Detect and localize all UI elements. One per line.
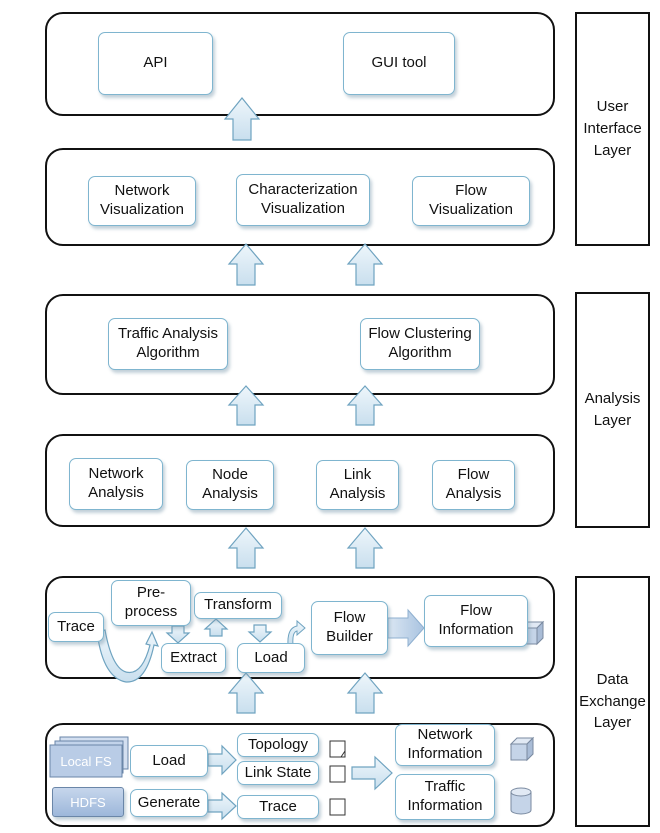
data-exchange-layer-label: Data Exchange Layer xyxy=(579,670,646,732)
link-analysis-box: Link Analysis xyxy=(316,460,399,510)
data-exchange-layer-label-box: Data Exchange Layer xyxy=(575,576,650,827)
database-icon xyxy=(510,787,532,815)
transform-label: Transform xyxy=(204,596,272,614)
network-information-box: Network Information xyxy=(395,724,495,766)
arrow-extract-transform xyxy=(203,618,229,637)
preprocess-label: Pre- process xyxy=(124,584,178,620)
load-source-box: Load xyxy=(130,745,208,777)
network-analysis-box: Network Analysis xyxy=(69,458,163,510)
load-label: Load xyxy=(254,648,288,666)
up-arrow-l4-l3-a xyxy=(227,385,265,426)
flow-builder-box: Flow Builder xyxy=(311,601,388,655)
trace-output-label: Trace xyxy=(259,797,297,815)
up-arrow-l6-l5-b xyxy=(346,672,384,714)
generate-label: Generate xyxy=(137,793,201,811)
traffic-information-box: Traffic Information xyxy=(395,774,495,820)
trace-input-box: Trace xyxy=(48,612,104,642)
traffic-analysis-algorithm-label: Traffic Analysis Algorithm xyxy=(117,325,219,361)
hdfs-label: HDFS xyxy=(70,794,106,810)
node-analysis-box: Node Analysis xyxy=(186,460,274,510)
stacked-files-icon xyxy=(49,736,129,778)
api-label: API xyxy=(143,54,168,72)
link-state-box: Link State xyxy=(237,761,319,785)
hdfs-box: HDFS xyxy=(52,787,124,817)
load-source-label: Load xyxy=(152,751,186,769)
flow-information-label: Flow Information xyxy=(438,602,514,638)
arrow-load-topology xyxy=(207,744,237,776)
preprocess-box: Pre- process xyxy=(111,580,191,626)
up-arrow-l6-l5-a xyxy=(227,672,265,714)
gui-tool-label: GUI tool xyxy=(371,54,427,72)
network-visualization-label: Network Visualization xyxy=(100,182,184,218)
arrow-transform-load xyxy=(247,624,273,643)
network-analysis-label: Network Analysis xyxy=(88,465,144,501)
characterization-visualization-box: Characterization Visualization xyxy=(236,174,370,226)
network-information-label: Network Information xyxy=(407,726,483,762)
up-arrow-l3-l2-a xyxy=(227,243,265,286)
up-arrow-l4-l3-b xyxy=(346,385,384,426)
user-interface-layer-label: User Interface Layer xyxy=(583,98,642,159)
curved-arrow-load-flowbuilder xyxy=(287,619,306,646)
extract-label: Extract xyxy=(170,648,217,666)
trace-input-label: Trace xyxy=(57,617,95,635)
flow-clustering-algorithm-box: Flow Clustering Algorithm xyxy=(360,318,480,370)
trace-output-box: Trace xyxy=(237,795,319,819)
flow-information-box: Flow Information xyxy=(424,595,528,647)
analysis-layer-label-box: Analysis Layer xyxy=(575,292,650,528)
up-arrow-l5-l4-a xyxy=(227,527,265,569)
load-box: Load xyxy=(237,643,305,673)
link-state-label: Link State xyxy=(244,763,312,781)
flow-analysis-box: Flow Analysis xyxy=(432,460,515,510)
node-analysis-label: Node Analysis xyxy=(202,466,258,502)
generate-box: Generate xyxy=(130,789,208,817)
flow-clustering-algorithm-label: Flow Clustering Algorithm xyxy=(368,325,472,361)
arrow-flow-builder xyxy=(387,608,425,648)
topology-label: Topology xyxy=(247,735,309,753)
analysis-layer-label: Analysis Layer xyxy=(584,390,641,429)
traffic-information-label: Traffic Information xyxy=(407,778,483,814)
up-arrow-l5-l4-b xyxy=(346,527,384,569)
flow-visualization-box: Flow Visualization xyxy=(412,176,530,226)
extract-box: Extract xyxy=(161,643,226,673)
gui-tool-box: GUI tool xyxy=(343,32,455,95)
local-fs-label-wrap: Local FS xyxy=(50,745,122,777)
curved-arrow-trace-preprocess xyxy=(96,629,160,683)
arrow-to-information xyxy=(351,755,393,791)
network-visualization-box: Network Visualization xyxy=(88,176,196,226)
local-fs-label: Local FS xyxy=(60,753,112,769)
up-arrow-l3-l2-b xyxy=(346,243,384,286)
up-arrow-l2-l1 xyxy=(223,97,261,141)
api-box: API xyxy=(98,32,213,95)
transform-box: Transform xyxy=(194,592,282,619)
arrow-generate-trace xyxy=(207,791,237,821)
user-interface-layer-label-box: User Interface Layer xyxy=(575,12,650,246)
link-analysis-label: Link Analysis xyxy=(329,466,386,502)
document-icons xyxy=(329,740,346,816)
arrow-preprocess-extract xyxy=(165,625,191,644)
flow-analysis-label: Flow Analysis xyxy=(445,466,502,502)
topology-box: Topology xyxy=(237,733,319,757)
characterization-visualization-label: Characterization Visualization xyxy=(248,181,358,217)
cube-icon-network xyxy=(509,736,535,762)
flow-visualization-label: Flow Visualization xyxy=(429,182,513,218)
traffic-analysis-algorithm-box: Traffic Analysis Algorithm xyxy=(108,318,228,370)
flow-builder-label: Flow Builder xyxy=(326,609,373,645)
